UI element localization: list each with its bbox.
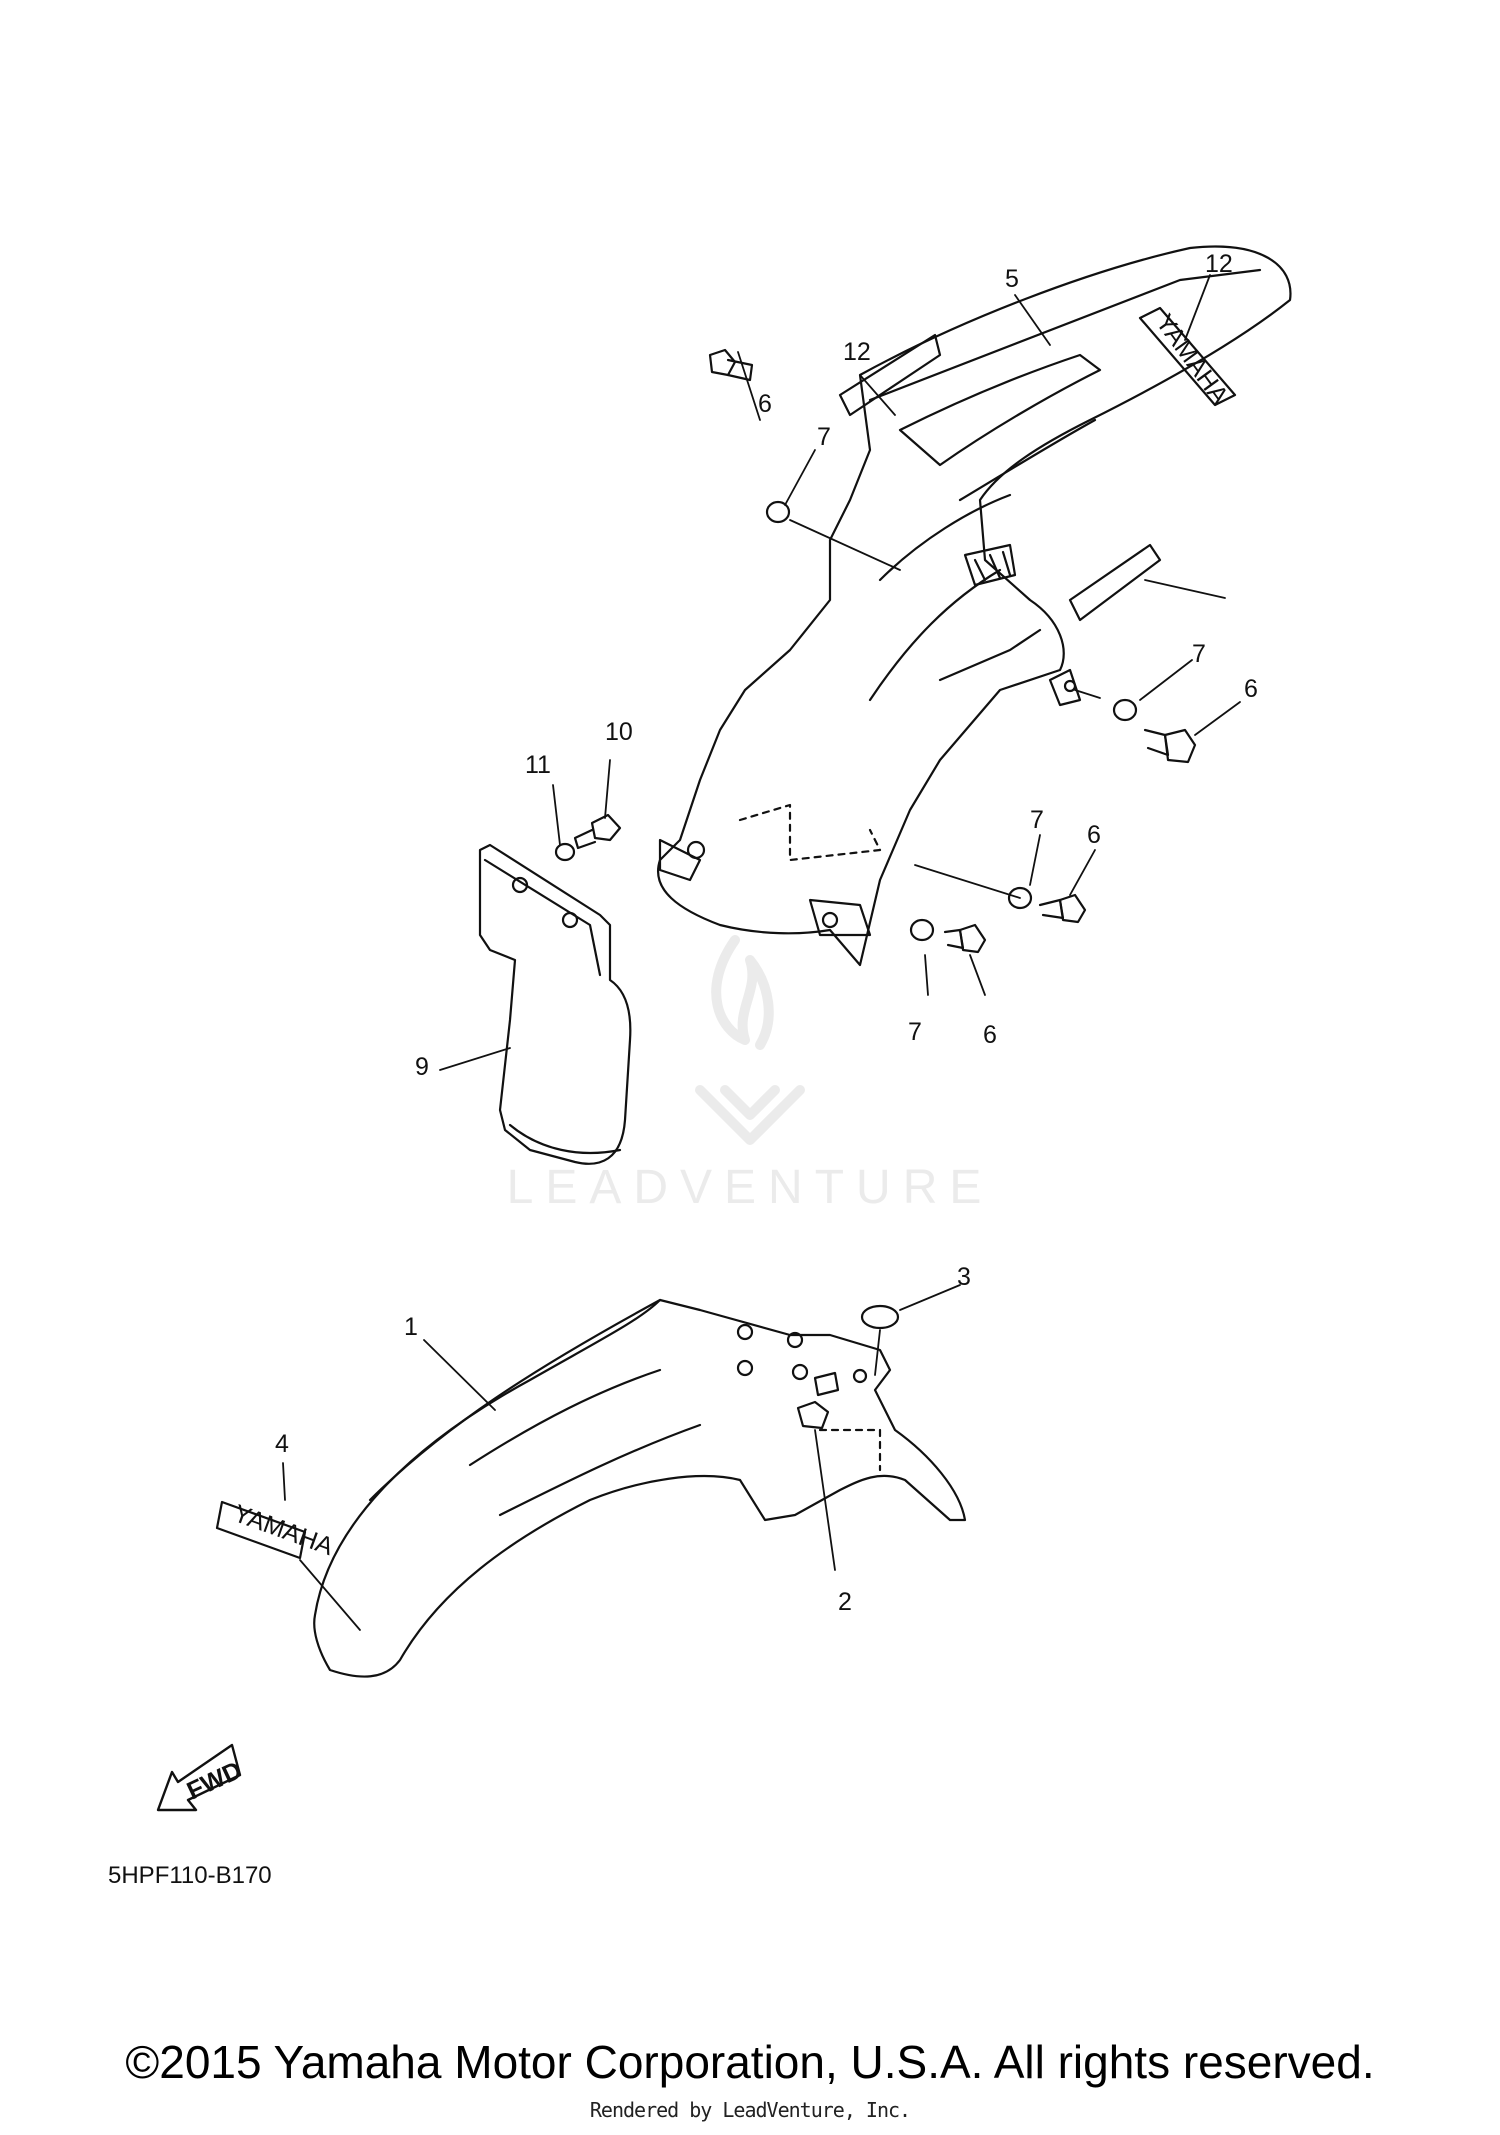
- front-fender-hidden-edge: [818, 1428, 882, 1472]
- rear-fender-hole-right: [821, 911, 839, 929]
- forward-direction-arrow-icon: FWD: [156, 1743, 246, 1812]
- collar-7-right: [1112, 698, 1138, 722]
- collar-7-bottom: [909, 918, 935, 942]
- front-fender-hole-1: [736, 1323, 754, 1341]
- rear-fender-hidden-edge: [738, 803, 882, 862]
- front-fender-hole-4: [791, 1363, 809, 1381]
- mud-flap-hole-right: [561, 911, 579, 929]
- rear-fender-vent-lines: [973, 550, 1012, 582]
- callout-1: 1: [404, 1313, 418, 1341]
- callout-8: 9: [415, 1053, 429, 1081]
- rear-fender-tab-hole: [1063, 679, 1077, 693]
- bolt-6-right: [1143, 728, 1197, 764]
- callout-7-top-left: 7: [817, 423, 831, 451]
- rear-fender-rib-inner: [868, 568, 1002, 702]
- rear-fender-rib: [958, 418, 1097, 502]
- callout-6-mid-right: 6: [1087, 821, 1101, 849]
- front-fender-rib-upper: [468, 1368, 662, 1467]
- watermark-text: LEADVENTURE: [506, 1161, 994, 1214]
- callout-numbers: 5 12 12 6 7 7 6 7 6 7 6 11 10 9 1 4 3 2: [275, 250, 1258, 1616]
- callout-7-right: 7: [1192, 640, 1206, 668]
- callout-6-top-left: 6: [758, 390, 772, 418]
- watermark-logo-icon: [695, 935, 805, 1145]
- front-fender-hole-3: [736, 1359, 754, 1377]
- callout-7-bottom: 7: [908, 1018, 922, 1046]
- rear-fender: [657, 245, 1292, 967]
- callout-12-top: 12: [843, 338, 871, 366]
- callout-6-bottom: 6: [983, 1021, 997, 1049]
- mud-flap-bottom-edge: [508, 1123, 622, 1155]
- front-fender-top-edge: [368, 1298, 662, 1502]
- rear-fender-vent: [898, 353, 1102, 467]
- rear-fender-mount-left: [658, 838, 702, 882]
- callout-10: 11: [525, 751, 551, 779]
- rear-fender-mount-right: [808, 898, 872, 937]
- copyright-notice: ©2015 Yamaha Motor Corporation, U.S.A. A…: [125, 2036, 1375, 2088]
- mud-flap-hole-left: [511, 876, 529, 894]
- mud-flap-outline: [478, 843, 632, 1165]
- rear-decal: YAMAHA: [1138, 306, 1237, 410]
- callout-9: 10: [605, 718, 633, 746]
- callout-4: 4: [275, 1430, 289, 1458]
- front-fender-outline: [313, 1298, 967, 1678]
- mud-flap-fold: [483, 858, 602, 977]
- collar-7-mid-right: [1007, 886, 1033, 910]
- grommet-part-3: [860, 1304, 900, 1330]
- bolt-part-2: [796, 1371, 840, 1430]
- front-fender-hole-2: [786, 1331, 804, 1349]
- leader-lines: [282, 274, 1241, 1631]
- bolt-part-9: [573, 813, 622, 850]
- rear-fender-rib-lower: [878, 493, 1012, 582]
- callout-2: 2: [838, 1588, 852, 1616]
- front-decal: YAMAHA: [215, 1499, 337, 1561]
- side-decal-right: [1068, 543, 1162, 622]
- callout-11: 12: [1205, 250, 1233, 278]
- front-fender-rib-lower: [498, 1423, 702, 1517]
- fwd-label: FWD: [183, 1756, 246, 1805]
- bolt-6-mid-right: [1038, 893, 1087, 924]
- diagram-code: 5HPF110-B170: [108, 1862, 272, 1889]
- rear-fender-tab: [1048, 668, 1082, 707]
- rendered-by-notice: Rendered by LeadVenture, Inc.: [589, 2098, 911, 2122]
- rear-fender-ridge: [868, 268, 1262, 402]
- washer-part-10: [554, 842, 576, 862]
- callout-5: 5: [1005, 265, 1019, 293]
- rear-fender-rib-side: [938, 628, 1042, 682]
- front-decal-outline: [215, 1500, 307, 1560]
- callout-3: 3: [957, 1263, 971, 1291]
- rear-decal-outline: [1138, 306, 1237, 407]
- callout-7-mid-right: 7: [1030, 806, 1044, 834]
- bolt-6-bottom: [943, 923, 987, 954]
- bolt-6-top-left: [708, 348, 754, 382]
- front-fender: [313, 1298, 967, 1678]
- rear-fender-vent-grill: [963, 543, 1017, 587]
- side-decal-left: [838, 333, 942, 417]
- collar-7-top-left: [765, 500, 791, 524]
- front-fender-hole-5: [852, 1368, 868, 1384]
- rear-fender-outline: [657, 245, 1292, 967]
- callout-6-right: 6: [1244, 675, 1258, 703]
- rear-fender-hole-left: [686, 840, 706, 860]
- mud-flap: [478, 843, 632, 1165]
